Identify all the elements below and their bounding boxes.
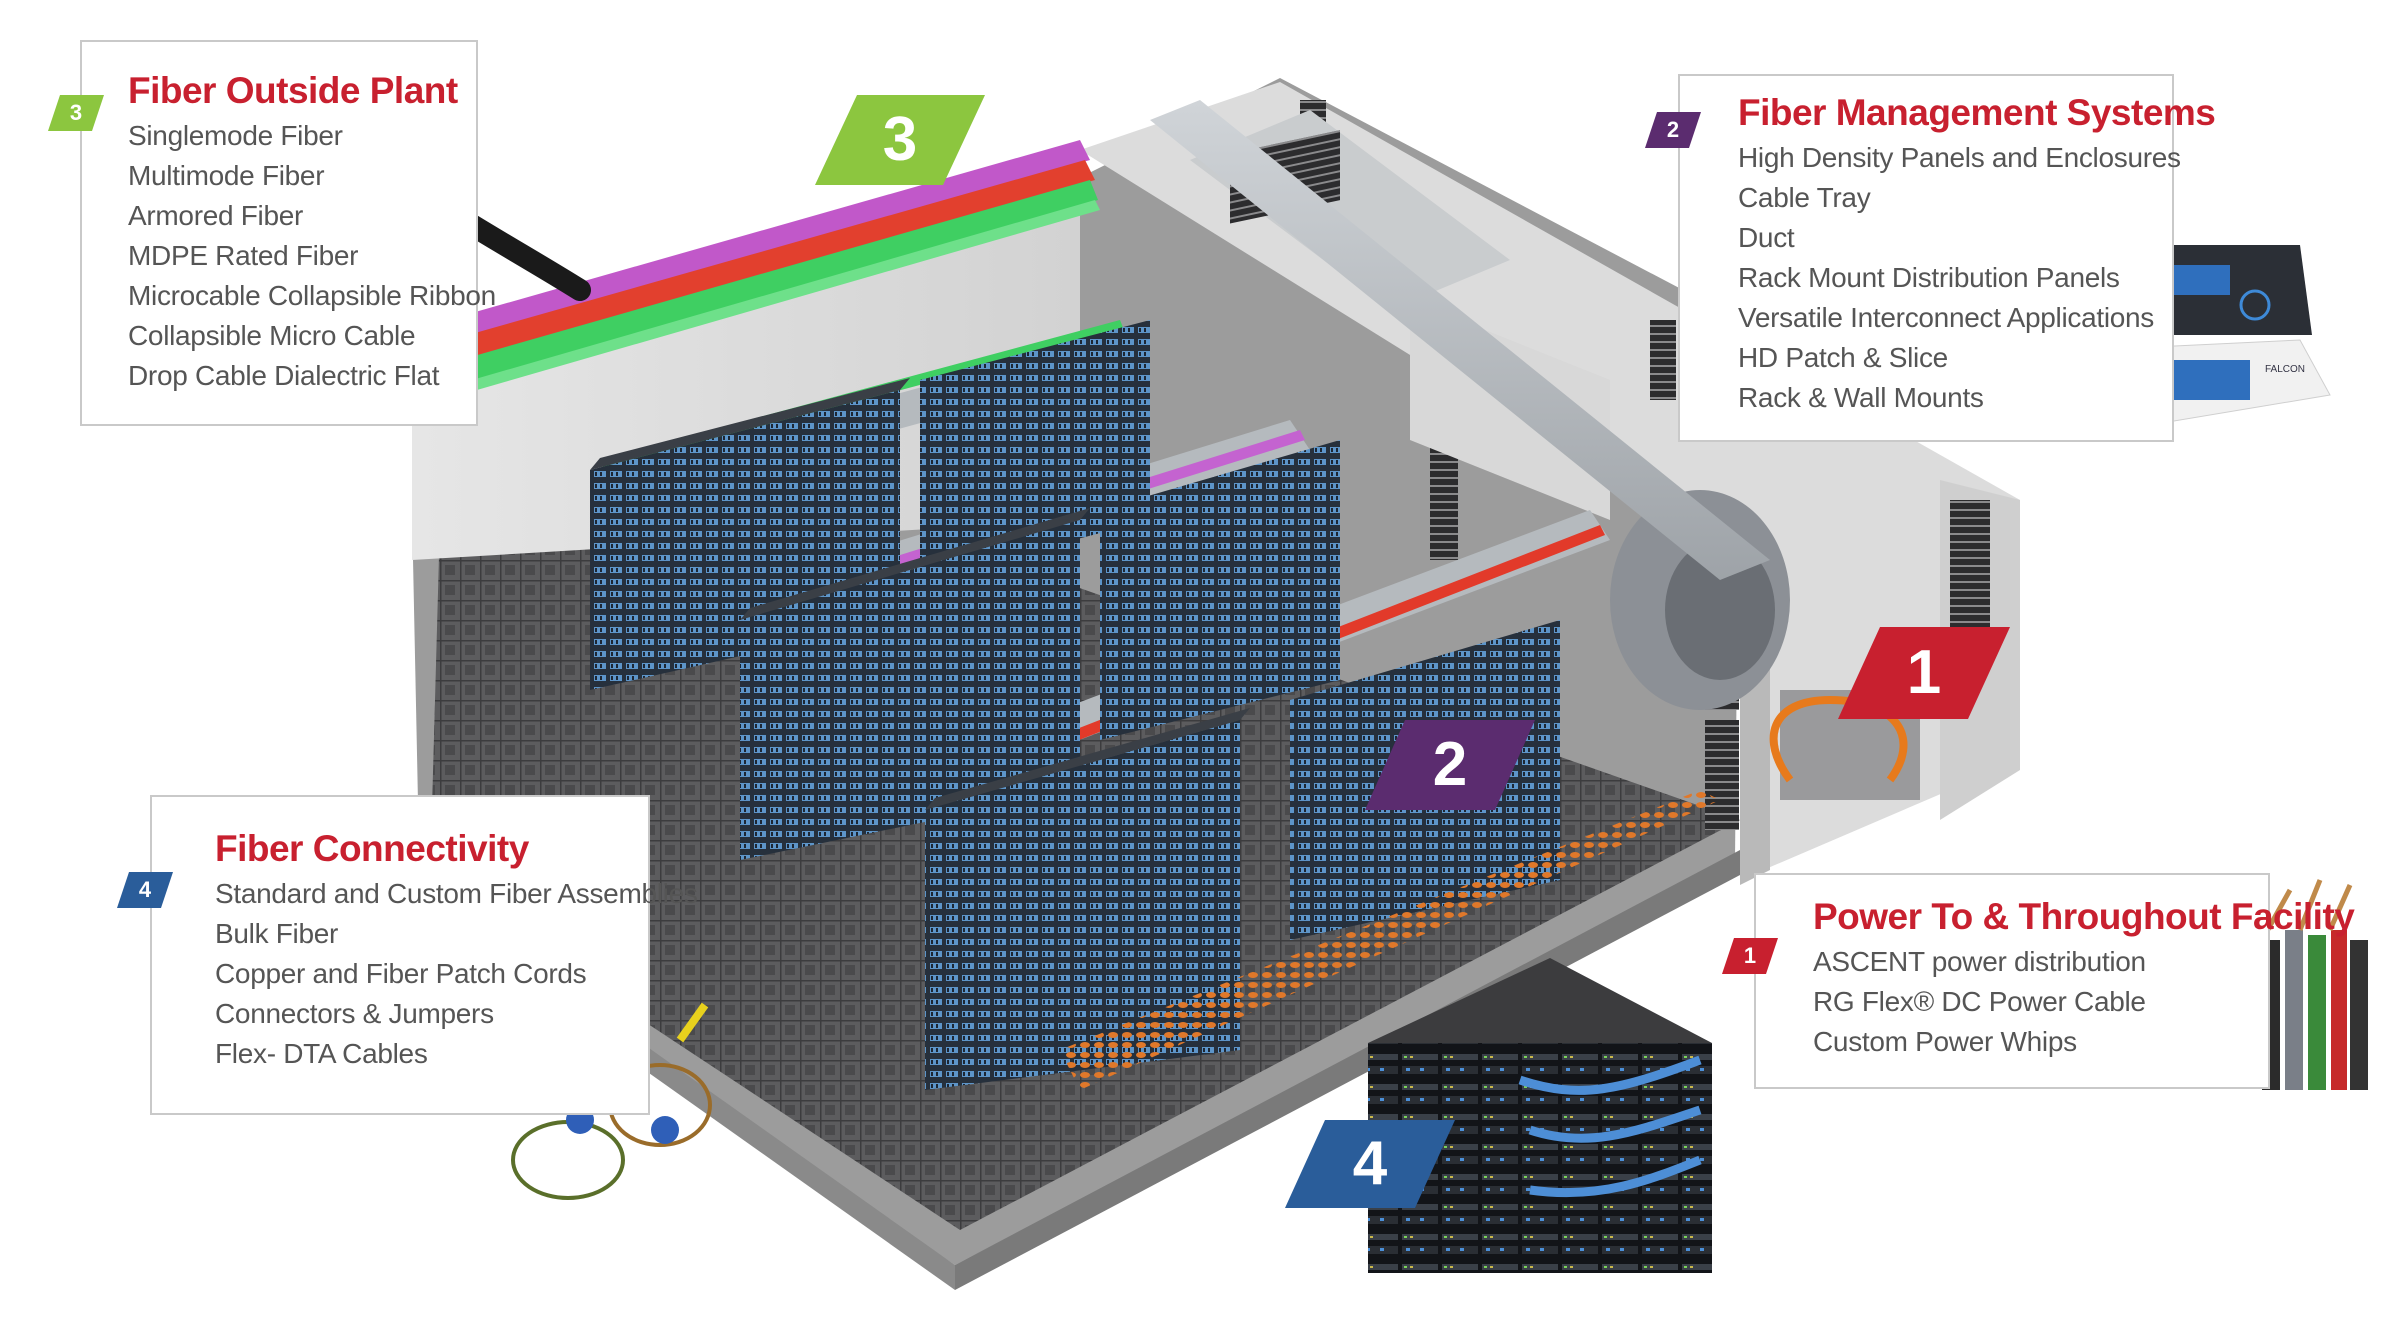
- wall-vent: [1430, 440, 1458, 560]
- power-list: ASCENT power distribution RG Flex® DC Po…: [1813, 942, 2146, 1062]
- badge-shape: [48, 95, 104, 131]
- badge-shape: [1645, 112, 1701, 148]
- list-item: Cable Tray: [1738, 182, 1871, 213]
- connectivity-list: Standard and Custom Fiber Assemblies Bul…: [215, 874, 698, 1074]
- management-list: High Density Panels and Enclosures Cable…: [1738, 138, 2181, 418]
- management-title: Fiber Management Systems: [1738, 92, 2216, 133]
- list-item: Rack & Wall Mounts: [1738, 382, 1984, 413]
- outside-plant-list: Singlemode Fiber Multimode Fiber Armored…: [128, 116, 496, 396]
- zone-4-shape: [1285, 1120, 1455, 1208]
- list-item: Standard and Custom Fiber Assemblies: [215, 878, 698, 909]
- list-item: RG Flex® DC Power Cable: [1813, 986, 2146, 1017]
- wall-vent: [1705, 720, 1739, 830]
- list-item: Microcable Collapsible Ribbon: [128, 280, 496, 311]
- list-item: MDPE Rated Fiber: [128, 240, 359, 271]
- back-wall-right: [1080, 82, 2020, 880]
- power-title: Power To & Throughout Facility: [1813, 896, 2355, 937]
- list-item: ASCENT power distribution: [1813, 946, 2146, 977]
- list-item: Custom Power Whips: [1813, 1026, 2077, 1057]
- connectivity-badge: 4: [117, 872, 173, 908]
- badge-shape: [117, 872, 173, 908]
- zone-2-shape: [1365, 720, 1535, 810]
- zone-2-label: 2: [1365, 720, 1535, 810]
- outside-plant-panel: [80, 40, 478, 426]
- inset-photo-roof: [1368, 958, 1712, 1043]
- list-item: Multimode Fiber: [128, 160, 325, 191]
- rack-row-2: [740, 440, 1340, 860]
- list-item: HD Patch & Slice: [1738, 342, 1948, 373]
- power-panel: [1754, 873, 2270, 1089]
- zone-1-label: 1: [1838, 627, 2010, 719]
- wall-vent: [1650, 320, 1676, 400]
- overhead-tray-main: [1150, 100, 1770, 580]
- inset-blue-cables: [1518, 1055, 1702, 1198]
- product-logo: FALCON: [2265, 364, 2305, 375]
- management-panel: [1678, 74, 2174, 442]
- floor-slab-right: [955, 850, 1740, 1290]
- zone-1-shape: [1838, 627, 2010, 719]
- outside-plant-badge: 3: [48, 95, 104, 131]
- list-item: Singlemode Fiber: [128, 120, 343, 151]
- list-item: Drop Cable Dialectric Flat: [128, 360, 440, 391]
- tray-green-lower: [420, 200, 1100, 405]
- outside-plant-title: Fiber Outside Plant: [128, 70, 458, 111]
- list-item: Copper and Fiber Patch Cords: [215, 958, 587, 989]
- list-item: Connectors & Jumpers: [215, 998, 494, 1029]
- badge-shape: [1722, 938, 1778, 974]
- zone-3-label: 3: [815, 95, 985, 185]
- list-item: Duct: [1738, 222, 1795, 253]
- list-item: Rack Mount Distribution Panels: [1738, 262, 2120, 293]
- hvac-flex-duct-inner: [1665, 540, 1775, 680]
- tray-red: [415, 160, 1095, 372]
- tray-green: [418, 180, 1098, 395]
- list-item: High Density Panels and Enclosures: [1738, 142, 2181, 173]
- power-badge: 1: [1722, 938, 1778, 974]
- list-item: Bulk Fiber: [215, 918, 339, 949]
- management-badge: 2: [1645, 112, 1701, 148]
- connectivity-panel: [150, 795, 650, 1115]
- connectivity-title: Fiber Connectivity: [215, 828, 529, 869]
- underfloor-cables: [1060, 790, 1720, 1090]
- zone-3-shape: [815, 95, 985, 185]
- zone-4-label: 4: [1285, 1120, 1455, 1208]
- list-item: Versatile Interconnect Applications: [1738, 302, 2154, 333]
- orange-power-cable: [1769, 695, 1908, 783]
- list-item: Armored Fiber: [128, 200, 304, 231]
- list-item: Flex- DTA Cables: [215, 1038, 428, 1069]
- wall-vent: [1950, 500, 1990, 630]
- list-item: Collapsible Micro Cable: [128, 320, 416, 351]
